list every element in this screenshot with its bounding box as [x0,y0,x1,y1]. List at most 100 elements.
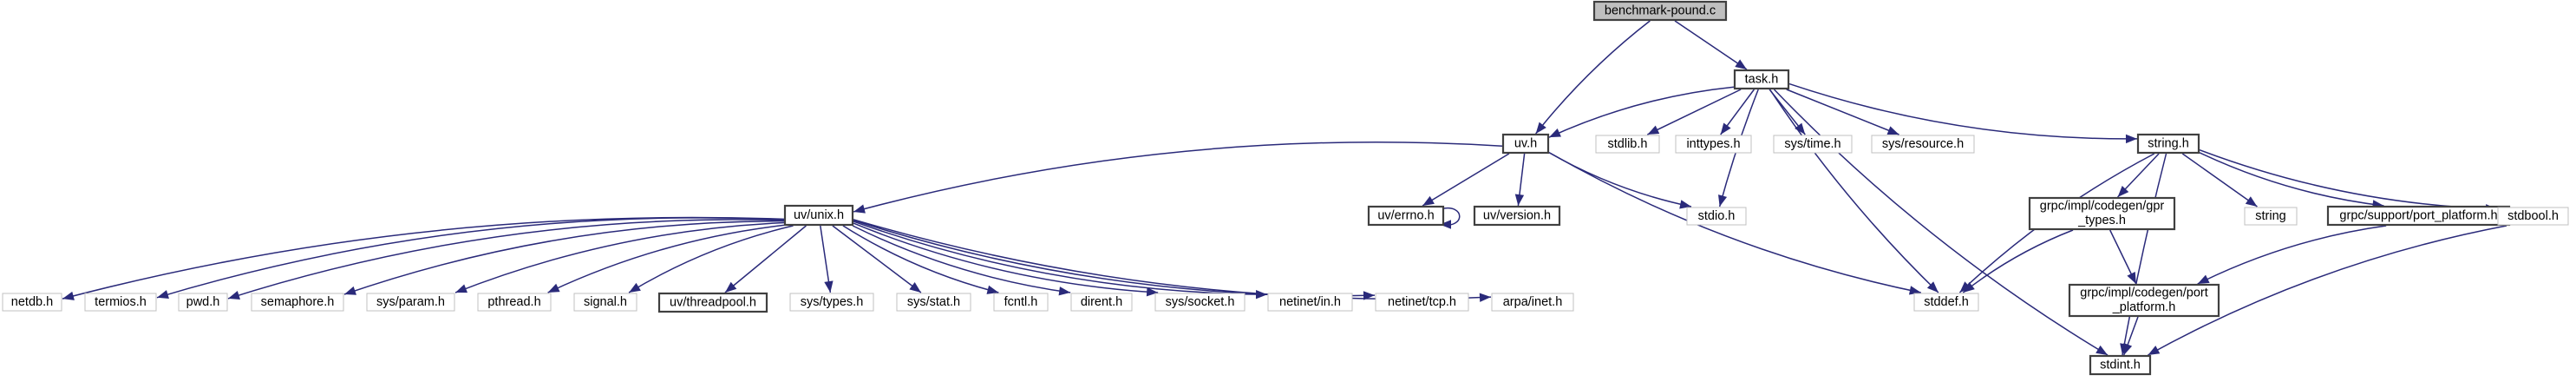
edge-task.h-to-sys/resource.h [1786,89,1899,135]
edge-arrowhead [1146,287,1159,297]
node-signal.h[interactable]: signal.h [573,293,637,312]
node-string[interactable]: string [2244,207,2298,226]
edge-uv/unix.h-to-pthread.h [547,224,785,293]
node-grpc/impl/codegen/port_platform.h[interactable]: grpc/impl/codegen/port_platform.h [2068,283,2220,318]
node-benchmark-pound.c[interactable]: benchmark-pound.c [1592,0,1728,22]
node-uv/threadpool.h[interactable]: uv/threadpool.h [657,292,768,313]
node-box[interactable] [251,293,344,312]
node-box[interactable] [1154,293,1246,312]
node-grpc/impl/codegen/gpr_types.h[interactable]: grpc/impl/codegen/gpr_types.h [2028,196,2176,231]
edge-arrowhead [1679,200,1692,209]
edge-arrowhead [2123,343,2133,355]
edge-arrowhead [986,285,999,294]
edge-arrowhead [1363,291,1375,300]
node-sys/socket.h[interactable]: sys/socket.h [1154,293,1246,312]
node-sys/time.h[interactable]: sys/time.h [1773,135,1853,154]
node-box[interactable] [783,204,854,227]
node-arpa/inet.h[interactable]: arpa/inet.h [1491,293,1574,312]
node-box[interactable] [2028,196,2176,231]
node-box[interactable] [1501,133,1550,155]
node-box[interactable] [2326,205,2511,227]
node-grpc/support/port_platform.h[interactable]: grpc/support/port_platform.h [2326,205,2511,227]
edge-uv.h-to-uv/unix.h [853,141,1503,213]
node-pwd.h[interactable]: pwd.h [178,293,228,312]
node-task.h[interactable]: task.h [1733,69,1790,90]
node-box[interactable] [993,293,1049,312]
node-dirent.h[interactable]: dirent.h [1070,293,1133,312]
edge-uv.h-to-uv/errno.h [1422,153,1510,207]
node-box[interactable] [2497,207,2569,226]
node-box[interactable] [366,293,455,312]
node-inttypes.h[interactable]: inttypes.h [1675,135,1752,154]
node-box[interactable] [573,293,637,312]
node-stddef.h[interactable]: stddef.h [1913,293,1979,312]
node-box[interactable] [1913,293,1979,312]
node-box[interactable] [1675,135,1752,154]
edge-string.h-to-grpc/support/port_platform.h [2199,152,2384,207]
node-uv/errno.h[interactable]: uv/errno.h [1367,205,1445,227]
node-uv/version.h[interactable]: uv/version.h [1473,205,1561,227]
node-sys/param.h[interactable]: sys/param.h [366,293,455,312]
edge-benchmark-pound.c-to-uv.h [1535,20,1651,135]
node-netdb.h[interactable]: netdb.h [2,293,62,312]
node-netinet/in.h[interactable]: netinet/in.h [1267,293,1353,312]
edge-arrowhead [629,282,641,293]
node-box[interactable] [896,293,971,312]
node-box[interactable] [1070,293,1133,312]
node-termios.h[interactable]: termios.h [84,293,157,312]
node-string.h[interactable]: string.h [2136,133,2200,155]
node-sys/resource.h[interactable]: sys/resource.h [1871,135,1975,154]
node-uv/unix.h[interactable]: uv/unix.h [783,204,854,227]
node-box[interactable] [1491,293,1574,312]
node-box[interactable] [84,293,157,312]
node-box[interactable] [1592,0,1728,22]
node-sys/stat.h[interactable]: sys/stat.h [896,293,971,312]
node-box[interactable] [789,293,874,312]
node-stdbool.h[interactable]: stdbool.h [2497,207,2569,226]
edge-arrowhead [1886,126,1899,135]
node-pthread.h[interactable]: pthread.h [477,293,552,312]
node-box[interactable] [2068,283,2220,318]
edge-arrowhead [1735,59,1747,69]
edge-uv/unix.h-to-sys/stat.h [832,225,922,293]
node-stdlib.h[interactable]: stdlib.h [1595,135,1660,154]
edge-arrowhead [2245,196,2258,207]
node-box[interactable] [477,293,552,312]
node-stdint.h[interactable]: stdint.h [2089,354,2152,376]
node-box[interactable] [657,292,768,313]
node-netinet/tcp.h[interactable]: netinet/tcp.h [1375,293,1469,312]
edge-task.h-to-stdint.h [1773,89,2109,356]
node-box[interactable] [178,293,228,312]
edge-arrowhead [228,291,240,300]
node-sys/types.h[interactable]: sys/types.h [789,293,874,312]
edge-arrowhead [1549,128,1561,138]
node-box[interactable] [2,293,62,312]
node-box[interactable] [1773,135,1853,154]
edge-uv/unix.h-to-netinet/in.h [853,221,1268,296]
node-fcntl.h[interactable]: fcntl.h [993,293,1049,312]
edge-arrowhead [909,282,921,293]
edge-uv/unix.h-to-fcntl.h [842,225,999,293]
edge-uv/unix.h-to-pwd.h [227,219,785,300]
node-box[interactable] [1871,135,1975,154]
node-semaphore.h[interactable]: semaphore.h [251,293,344,312]
node-box[interactable] [1473,205,1561,227]
edge-uv/unix.h-to-semaphore.h [343,220,785,295]
node-box[interactable] [1367,205,1445,227]
node-box[interactable] [2089,354,2152,376]
node-box[interactable] [1375,293,1469,312]
edge-string.h-to-stdint.h [2122,153,2167,356]
edge-uv/unix.h-to-signal.h [628,225,794,293]
node-uv.h[interactable]: uv.h [1501,133,1550,155]
edge-uv/unix.h-to-termios.h [156,217,785,299]
node-box[interactable] [1595,135,1660,154]
node-stdio.h[interactable]: stdio.h [1686,207,1747,226]
node-box[interactable] [2136,133,2200,155]
edge-arrowhead [1926,281,1939,293]
node-box[interactable] [1733,69,1790,90]
edge-benchmark-pound.c-to-task.h [1674,20,1748,70]
node-box[interactable] [2244,207,2298,226]
node-box[interactable] [1686,207,1747,226]
node-box[interactable] [1267,293,1353,312]
